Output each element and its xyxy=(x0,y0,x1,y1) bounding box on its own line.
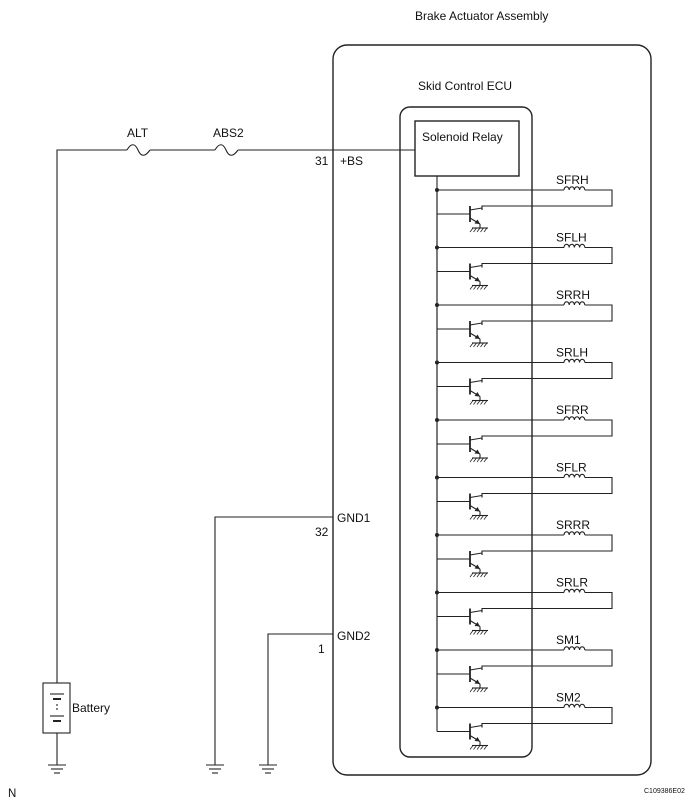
skid-control-ecu-box xyxy=(399,106,533,758)
channel-ground-icon xyxy=(469,569,488,578)
relay-label: Solenoid Relay xyxy=(422,130,503,144)
channel-sflr: SFLR xyxy=(435,461,613,520)
channel-sm1: SM1 xyxy=(435,633,613,693)
transistor-srrr-icon xyxy=(437,551,483,570)
corner-mark: N xyxy=(8,788,16,800)
gnd2-ground-icon xyxy=(259,764,277,774)
solenoid-coil-sm2-icon xyxy=(563,703,586,708)
solenoid-coil-sflh-icon xyxy=(563,243,586,248)
channel-ground-icon xyxy=(469,684,488,693)
solenoid-coil-sfrr-icon xyxy=(563,416,586,421)
terminal-bs-name: +BS xyxy=(340,154,363,168)
transistor-srrh-icon xyxy=(437,321,483,340)
transistor-sfrh-icon xyxy=(437,206,483,225)
channel-sflh: SFLH xyxy=(435,231,613,290)
solenoid-label-sflr: SFLR xyxy=(556,461,587,475)
fuse-abs2-label: ABS2 xyxy=(213,126,244,140)
fuse-abs2-symbol xyxy=(214,144,239,156)
solenoid-label-sflh: SFLH xyxy=(556,231,587,245)
terminal-gnd1-name: GND1 xyxy=(337,511,371,525)
solenoid-coil-sm1-icon xyxy=(563,646,586,651)
channel-ground-icon xyxy=(469,454,488,463)
terminal-gnd2-name: GND2 xyxy=(337,629,371,643)
channel-srlh: SRLH xyxy=(435,346,613,405)
solenoid-label-sfrh: SFRH xyxy=(556,173,589,187)
solenoid-label-sfrr: SFRR xyxy=(556,403,589,417)
battery-ground-icon xyxy=(48,764,66,774)
channel-sfrh: SFRH xyxy=(435,173,613,233)
solenoid-label-sm2: SM2 xyxy=(556,691,581,705)
transistor-sfrr-icon xyxy=(437,436,483,455)
channel-ground-icon xyxy=(469,281,488,290)
channel-sfrr: SFRR xyxy=(435,403,613,463)
solenoid-coil-srlr-icon xyxy=(563,588,586,593)
terminal-gnd1-pin: 32 xyxy=(315,525,329,539)
ecu-title: Skid Control ECU xyxy=(418,79,512,93)
terminal-gnd2-pin: 1 xyxy=(318,642,325,656)
solenoid-label-srlh: SRLH xyxy=(556,346,588,360)
channel-ground-icon xyxy=(469,339,488,348)
assembly-title: Brake Actuator Assembly xyxy=(415,9,548,23)
solenoid-coil-srrr-icon xyxy=(563,531,586,536)
battery-label: Battery xyxy=(72,701,110,715)
solenoid-relay-box xyxy=(414,120,520,177)
solenoid-label-srrr: SRRR xyxy=(556,518,590,532)
transistor-srlr-icon xyxy=(437,608,483,627)
transistor-srlh-icon xyxy=(437,378,483,397)
solenoid-label-sm1: SM1 xyxy=(556,633,581,647)
battery-symbol xyxy=(42,682,71,765)
solenoid-label-srlr: SRLR xyxy=(556,576,588,590)
gnd2-wire xyxy=(267,633,333,765)
fuse-alt-label: ALT xyxy=(127,126,149,140)
transistor-sflr-icon xyxy=(437,493,483,512)
channel-ground-icon xyxy=(469,224,488,233)
gnd1-wire xyxy=(214,516,333,765)
channel-sm2: SM2 xyxy=(435,691,613,750)
channel-srrh: SRRH xyxy=(435,288,613,348)
solenoid-coil-sflr-icon xyxy=(563,473,586,478)
transistor-sm2-icon xyxy=(437,723,483,742)
channel-srrr: SRRR xyxy=(435,518,613,578)
terminal-bs-pin: 31 xyxy=(315,154,329,168)
fuse-alt-symbol xyxy=(126,144,151,156)
channel-ground-icon xyxy=(469,396,488,405)
channel-ground-icon xyxy=(469,511,488,520)
solenoid-coil-srlh-icon xyxy=(563,358,586,363)
channel-ground-icon xyxy=(469,741,488,750)
figure-code: C109386E02 xyxy=(644,788,685,795)
channel-srlr: SRLR xyxy=(435,576,613,635)
channel-ground-icon xyxy=(469,626,488,635)
power-wire xyxy=(56,149,415,683)
brake-actuator-assembly-box xyxy=(332,44,652,776)
transistor-sm1-icon xyxy=(437,666,483,685)
solenoid-label-srrh: SRRH xyxy=(556,288,590,302)
solenoid-coil-sfrh-icon xyxy=(563,186,586,191)
solenoid-coil-srrh-icon xyxy=(563,301,586,306)
gnd1-ground-icon xyxy=(206,764,224,774)
transistor-sflh-icon xyxy=(437,263,483,282)
